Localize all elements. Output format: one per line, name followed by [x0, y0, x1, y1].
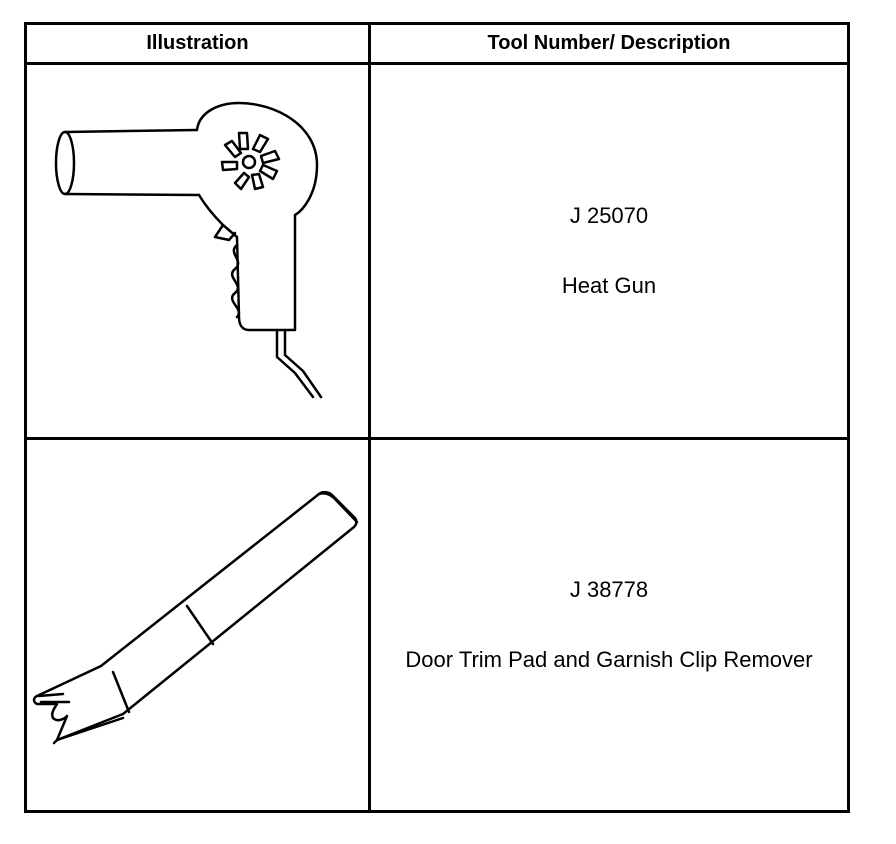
illustration-cell	[24, 437, 371, 813]
tool-number: J 38778	[569, 577, 649, 602]
header-illustration: Illustration	[24, 22, 371, 65]
tool-number: J 25070	[569, 203, 649, 228]
header-tool-number-description: Tool Number/ Description	[368, 22, 850, 65]
clip-remover-icon	[32, 490, 359, 745]
tool-description: Door Trim Pad and Garnish Clip Remover	[405, 647, 813, 672]
heat-gun-icon	[54, 101, 323, 399]
table-header-row: Illustration Tool Number/ Description	[24, 22, 850, 65]
table-row: J 38778 Door Trim Pad and Garnish Clip R…	[24, 437, 850, 813]
tool-description: Heat Gun	[561, 273, 657, 298]
description-cell: J 25070 Heat Gun	[368, 62, 850, 440]
description-cell: J 38778 Door Trim Pad and Garnish Clip R…	[368, 437, 850, 813]
illustration-cell	[24, 62, 371, 440]
table-row: J 25070 Heat Gun	[24, 62, 850, 440]
tools-table: Illustration Tool Number/ Description	[24, 22, 850, 813]
